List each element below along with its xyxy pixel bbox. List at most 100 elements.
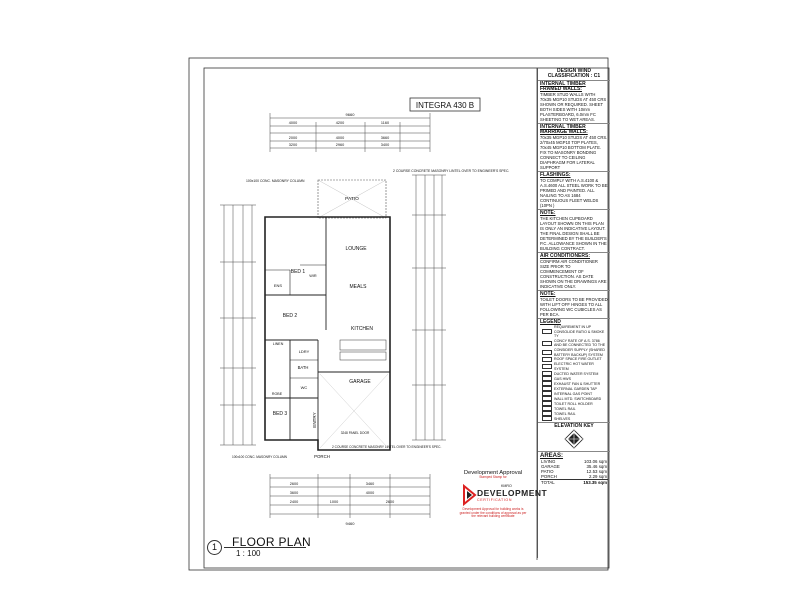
dim-bottom-3: 3600 <box>290 491 298 495</box>
elevation-key: ELEVATION KEY <box>538 423 610 453</box>
room-robe: ROBE <box>272 392 283 396</box>
dim-top-4: 2000 <box>289 136 297 140</box>
legend-item: ROOF SPACE FIRE OUTLET <box>540 357 608 363</box>
wind-classification: DESIGN WIND CLASSIFICATION : C1 <box>538 68 610 81</box>
dim-top-5: 4000 <box>336 136 344 140</box>
dim-overall-bottom: 9460 <box>346 521 356 526</box>
patio-area <box>317 179 387 219</box>
legend-symbol <box>542 386 552 392</box>
legend-item: TOILET ROLL HOLDER <box>540 401 608 407</box>
kitchen-bench <box>339 339 387 351</box>
model-name: INTEGRA 430 B <box>416 101 474 110</box>
bottom-dimensions <box>269 474 431 518</box>
dim-top-6: 3660 <box>381 136 389 140</box>
elevation-key-icon <box>564 429 584 449</box>
kitchen-note-text: THE KITCHEN CUPBOARD LAYOUT SHOWN ON THI… <box>540 216 607 251</box>
flashings-note: FLASHINGS: TO COMPLY WITH A.S.4100 & A.S… <box>538 172 610 210</box>
certifier-logo-icon <box>463 483 477 506</box>
legend-item: EXHAUST FAN & SHUTTER <box>540 381 608 387</box>
room-laundry: LDRY <box>299 349 310 354</box>
dim-bottom-6: 1000 <box>330 500 338 504</box>
legend-symbol <box>542 364 552 370</box>
marriage-walls-note: INTERNAL TIMBER MARRIAGE WALLS: 70x35 MG… <box>538 124 610 172</box>
dim-bottom-1: 2600 <box>290 482 298 486</box>
lintel-note-top: 2 COURSE CONCRETE MASONRY LINTEL OVER TO… <box>393 169 509 173</box>
kitchen-note: NOTE: THE KITCHEN CUPBOARD LAYOUT SHOWN … <box>538 210 610 253</box>
garage-floor-lines <box>319 373 389 449</box>
dim-bottom-4: 4000 <box>366 491 374 495</box>
legend-item: ELECTRIC HOT WATER SYSTEM <box>540 362 608 371</box>
room-bed-3: BED 3 <box>273 411 288 417</box>
lintel-note-bottom: 2 COURSE CONCRETE MASONRY LINTEL OVER TO… <box>332 445 441 449</box>
dim-top-9: 3400 <box>381 143 389 147</box>
internal-walls-text: TIMBER STUD WALLS WITH 70x35 MGP10 STUDS… <box>540 92 607 122</box>
aircon-text: CONFIRM AIR CONDITIONER SIZE PRIOR TO CO… <box>540 259 607 289</box>
notes-panel: DESIGN WIND CLASSIFICATION : C1 INTERNAL… <box>537 68 610 558</box>
aircon-note: AIR CONDITIONERS: CONFIRM AIR CONDITIONE… <box>538 253 610 291</box>
toilet-note-title: NOTE: <box>540 291 556 297</box>
certifier-brand: DEVELOPMENT <box>477 487 548 498</box>
kitchen-note-title: NOTE: <box>540 210 556 216</box>
column-note-bottom: 100x100 CONC. MASONRY COLUMN <box>232 455 288 459</box>
room-kitchen: KITCHEN <box>351 326 373 332</box>
legend-item: TOWEL RAIL <box>540 411 608 417</box>
legend-symbol <box>542 411 552 417</box>
room-lounge: LOUNGE <box>345 246 367 252</box>
aircon-title: AIR CONDITIONERS: <box>540 253 590 259</box>
flashings-text: TO COMPLY WITH A.S.4100 & A.S.4600 ALL S… <box>540 178 608 208</box>
legend-symbol <box>542 371 552 377</box>
legend-item: CONSIDER SUPPLY (SHARED BATTERY BACKUP) … <box>540 348 608 357</box>
legend-item: WALL MTD. SWITCHBOARD <box>540 396 608 402</box>
internal-walls-title: INTERNAL TIMBER FRAMED WALLS: <box>540 81 586 92</box>
dim-top-1: 4000 <box>289 121 297 125</box>
dim-top-3: 1160 <box>381 121 389 125</box>
floor-plan-scale: 1 : 100 <box>236 549 261 558</box>
room-patio: PATIO <box>345 196 359 202</box>
legend-item: DUCTED WATER SYSTEM <box>540 371 608 377</box>
dim-bottom-2: 3460 <box>366 482 374 486</box>
legend-symbol <box>542 401 552 407</box>
certifier-brand-top: KMRO <box>501 483 512 488</box>
building-walls <box>264 216 391 451</box>
room-ens: ENS <box>274 283 283 288</box>
dim-top-2: 4200 <box>336 121 344 125</box>
legend-item: EXTERNAL GARDEN TAP <box>540 386 608 392</box>
legend-item: REQUIREMENT IN UP CONSOLIDE RATIO & SMOK… <box>540 325 608 339</box>
room-wc: WC <box>301 385 308 390</box>
view-number: 1 <box>207 540 222 555</box>
flashings-title: FLASHINGS: <box>540 172 571 178</box>
dim-top-8: 2960 <box>336 143 344 147</box>
certifier-brand-sub: CERTIFICATION <box>477 497 513 502</box>
column-note-left: 100x100 CONC. MASONRY COLUMN <box>246 179 305 183</box>
internal-walls-note: INTERNAL TIMBER FRAMED WALLS: TIMBER STU… <box>538 81 610 124</box>
left-dimensions <box>220 204 256 446</box>
legend-symbol <box>542 376 552 382</box>
dim-bottom-7: 2600 <box>386 500 394 504</box>
dim-bottom-5: 2400 <box>290 500 298 504</box>
legend-symbol <box>542 416 552 422</box>
title-underline <box>224 547 306 548</box>
legend-symbol <box>542 396 552 402</box>
right-dimensions <box>412 174 446 441</box>
elevation-key-title: ELEVATION KEY <box>554 423 594 430</box>
dim-top-7: 3200 <box>289 143 297 147</box>
legend-item: TOWEL RAIL <box>540 406 608 412</box>
approval-subheading: Stamped Stamp for <box>479 475 507 479</box>
legend-item: SHELVES <box>540 416 608 422</box>
kitchen-island <box>339 351 387 361</box>
legend-symbol <box>542 340 552 346</box>
certifier-logo: KMRO DEVELOPMENT CERTIFICATION <box>463 483 547 506</box>
room-bed-2: BED 2 <box>283 313 298 319</box>
room-linen: LINEN <box>273 342 284 346</box>
marriage-walls-title: INTERNAL TIMBER MARRIAGE WALLS: <box>540 124 588 135</box>
room-meals: MEALS <box>350 284 368 290</box>
legend-symbol <box>542 357 552 363</box>
